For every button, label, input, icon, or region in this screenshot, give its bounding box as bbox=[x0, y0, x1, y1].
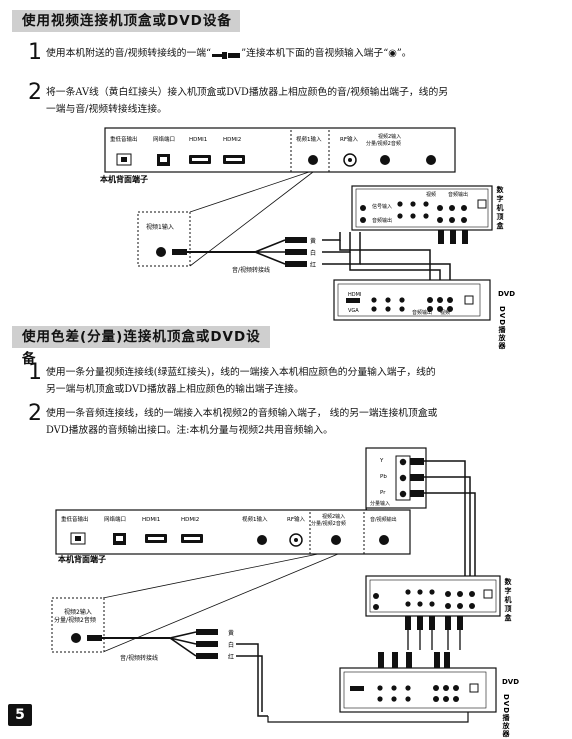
step-1-number: 1 bbox=[28, 40, 42, 65]
dvd-label-3: 视频 bbox=[440, 309, 450, 316]
component-pb: Pb bbox=[380, 474, 387, 480]
panel-label-4: HDMI2 bbox=[223, 137, 241, 143]
panel-label-1: 重低音输出 bbox=[110, 135, 138, 143]
component-y: Y bbox=[379, 458, 384, 464]
highlight-box-1 bbox=[290, 127, 330, 173]
dvd-label-2: VGA bbox=[348, 308, 359, 314]
step-1-text-b: ”连接本机下面的音视频输入端子“◉”。 bbox=[241, 48, 412, 59]
stb-label-2: 音频输出 bbox=[448, 191, 468, 198]
cable-label-1: 音/视频转接线 bbox=[232, 266, 270, 274]
color-yellow: 黄 bbox=[310, 237, 316, 245]
video1-port-icon bbox=[308, 155, 318, 165]
dvd-name-2: DVD播放器 bbox=[502, 694, 511, 738]
step-4-line-1: 使用一条音频连接线，线的一端接入本机视频2的音频输入端子， 线的另一端连接机顶盒… bbox=[46, 408, 438, 419]
section-1-title: 使用视频连接机顶盒或DVD设备 bbox=[12, 10, 240, 32]
step-3-line-2: 另一端与机顶盒或DVD播放器上相应颜色的输出端子连接。 bbox=[46, 384, 304, 395]
section-2-title: 使用色差(分量)连接机顶盒或DVD设备 bbox=[12, 326, 270, 367]
step-4-line-2: DVD播放器的音频输出接口。注:本机分量与视频2共用音频输入。 bbox=[46, 425, 333, 436]
component-pr: Pr bbox=[380, 490, 386, 496]
stb-label-3: 信号输入 bbox=[372, 203, 392, 210]
video2-port-icon bbox=[380, 155, 390, 165]
plug-icon bbox=[211, 49, 241, 59]
panel-label-7: 视频2输入 bbox=[378, 133, 401, 140]
panel2-label-5: 视频1输入 bbox=[242, 515, 268, 523]
step-1-text: 使用本机附送的音/视频转接线的一端“ ”连接本机下面的音视频输入端子“◉”。 bbox=[46, 45, 412, 62]
color-red: 红 bbox=[310, 261, 316, 269]
stb-name-1: 数字机顶盒 bbox=[496, 185, 505, 231]
color-white: 白 bbox=[310, 249, 316, 257]
dvd-label-1: HDMI bbox=[348, 292, 361, 298]
step-4-number: 2 bbox=[28, 401, 42, 426]
zoom-box-1 bbox=[137, 211, 191, 267]
panel2-label-1: 重低音输出 bbox=[61, 515, 89, 523]
dvd-name-2-a: DVD bbox=[502, 678, 519, 686]
audio-port-icon bbox=[426, 155, 436, 165]
stb-label-1: 视频 bbox=[426, 191, 436, 198]
step-2-line-1: 将一条AV线（黄白红接头）接入机顶盒或DVD播放器上相应颜色的音/视频输出端子，… bbox=[46, 87, 449, 98]
step-3-number: 1 bbox=[28, 360, 42, 385]
panel-label-8: 分量/视频2音频 bbox=[366, 140, 401, 147]
panel2-label-2: 网络端口 bbox=[104, 515, 126, 523]
dvd-name-1-a: DVD bbox=[498, 290, 515, 298]
color2-white: 白 bbox=[228, 641, 234, 649]
step-3-line-1: 使用一条分量视频连接线(绿蓝红接头)，线的一端接入本机相应颜色的分量输入端子，线… bbox=[46, 367, 436, 378]
dvd-name-1: DVD播放器 bbox=[498, 306, 507, 350]
step-2-text: 将一条AV线（黄白红接头）接入机顶盒或DVD播放器上相应颜色的音/视频输出端子，… bbox=[46, 84, 448, 118]
back-panel-2 bbox=[55, 509, 411, 555]
stb-label-4: 音频输出 bbox=[372, 217, 392, 224]
color2-red: 红 bbox=[228, 653, 234, 661]
panel2-label-3: HDMI1 bbox=[142, 517, 160, 523]
panel2-label-6: RF输入 bbox=[287, 515, 305, 523]
panel2-label-7: 视频2输入 bbox=[322, 513, 345, 520]
zoom2-label-2: 分量/视频2音频 bbox=[54, 616, 96, 624]
dvd-label-4: 音频输出 bbox=[412, 309, 432, 316]
panel-label-6: RF输入 bbox=[340, 135, 358, 143]
panel-label-2: 网络端口 bbox=[153, 135, 175, 143]
step-3-text: 使用一条分量视频连接线(绿蓝红接头)，线的一端接入本机相应颜色的分量输入端子，线… bbox=[46, 364, 436, 398]
panel2-label-8: 分量/视频2音频 bbox=[311, 520, 346, 527]
color2-yellow: 黄 bbox=[228, 629, 234, 637]
cable-label-2: 音/视频转接线 bbox=[120, 654, 158, 662]
step-2-number: 2 bbox=[28, 80, 42, 105]
step-2-line-2: 一端与音/视频转接线连接。 bbox=[46, 104, 167, 115]
step-4-text: 使用一条音频连接线，线的一端接入本机视频2的音频输入端子， 线的另一端连接机顶盒… bbox=[46, 405, 437, 439]
back-label-2: 本机背面端子 bbox=[57, 554, 106, 564]
zoom-label-1: 视频1输入 bbox=[146, 223, 174, 231]
page-number: 5 bbox=[8, 704, 32, 726]
panel2-label-4: HDMI2 bbox=[181, 517, 199, 523]
component-title: 分量输入 bbox=[370, 500, 390, 507]
zoom2-label-1: 视频2输入 bbox=[64, 608, 92, 616]
stb-name-2: 数字机顶盒 bbox=[504, 577, 513, 623]
panel-label-3: HDMI1 bbox=[189, 137, 207, 143]
zoom-box-2 bbox=[51, 597, 105, 653]
back-label-1: 本机背面端子 bbox=[99, 174, 148, 184]
panel-label-5: 视频1输入 bbox=[296, 135, 322, 143]
step-1-text-a: 使用本机附送的音/视频转接线的一端“ bbox=[46, 48, 212, 59]
panel2-label-9: 音/视频输出 bbox=[370, 516, 397, 523]
